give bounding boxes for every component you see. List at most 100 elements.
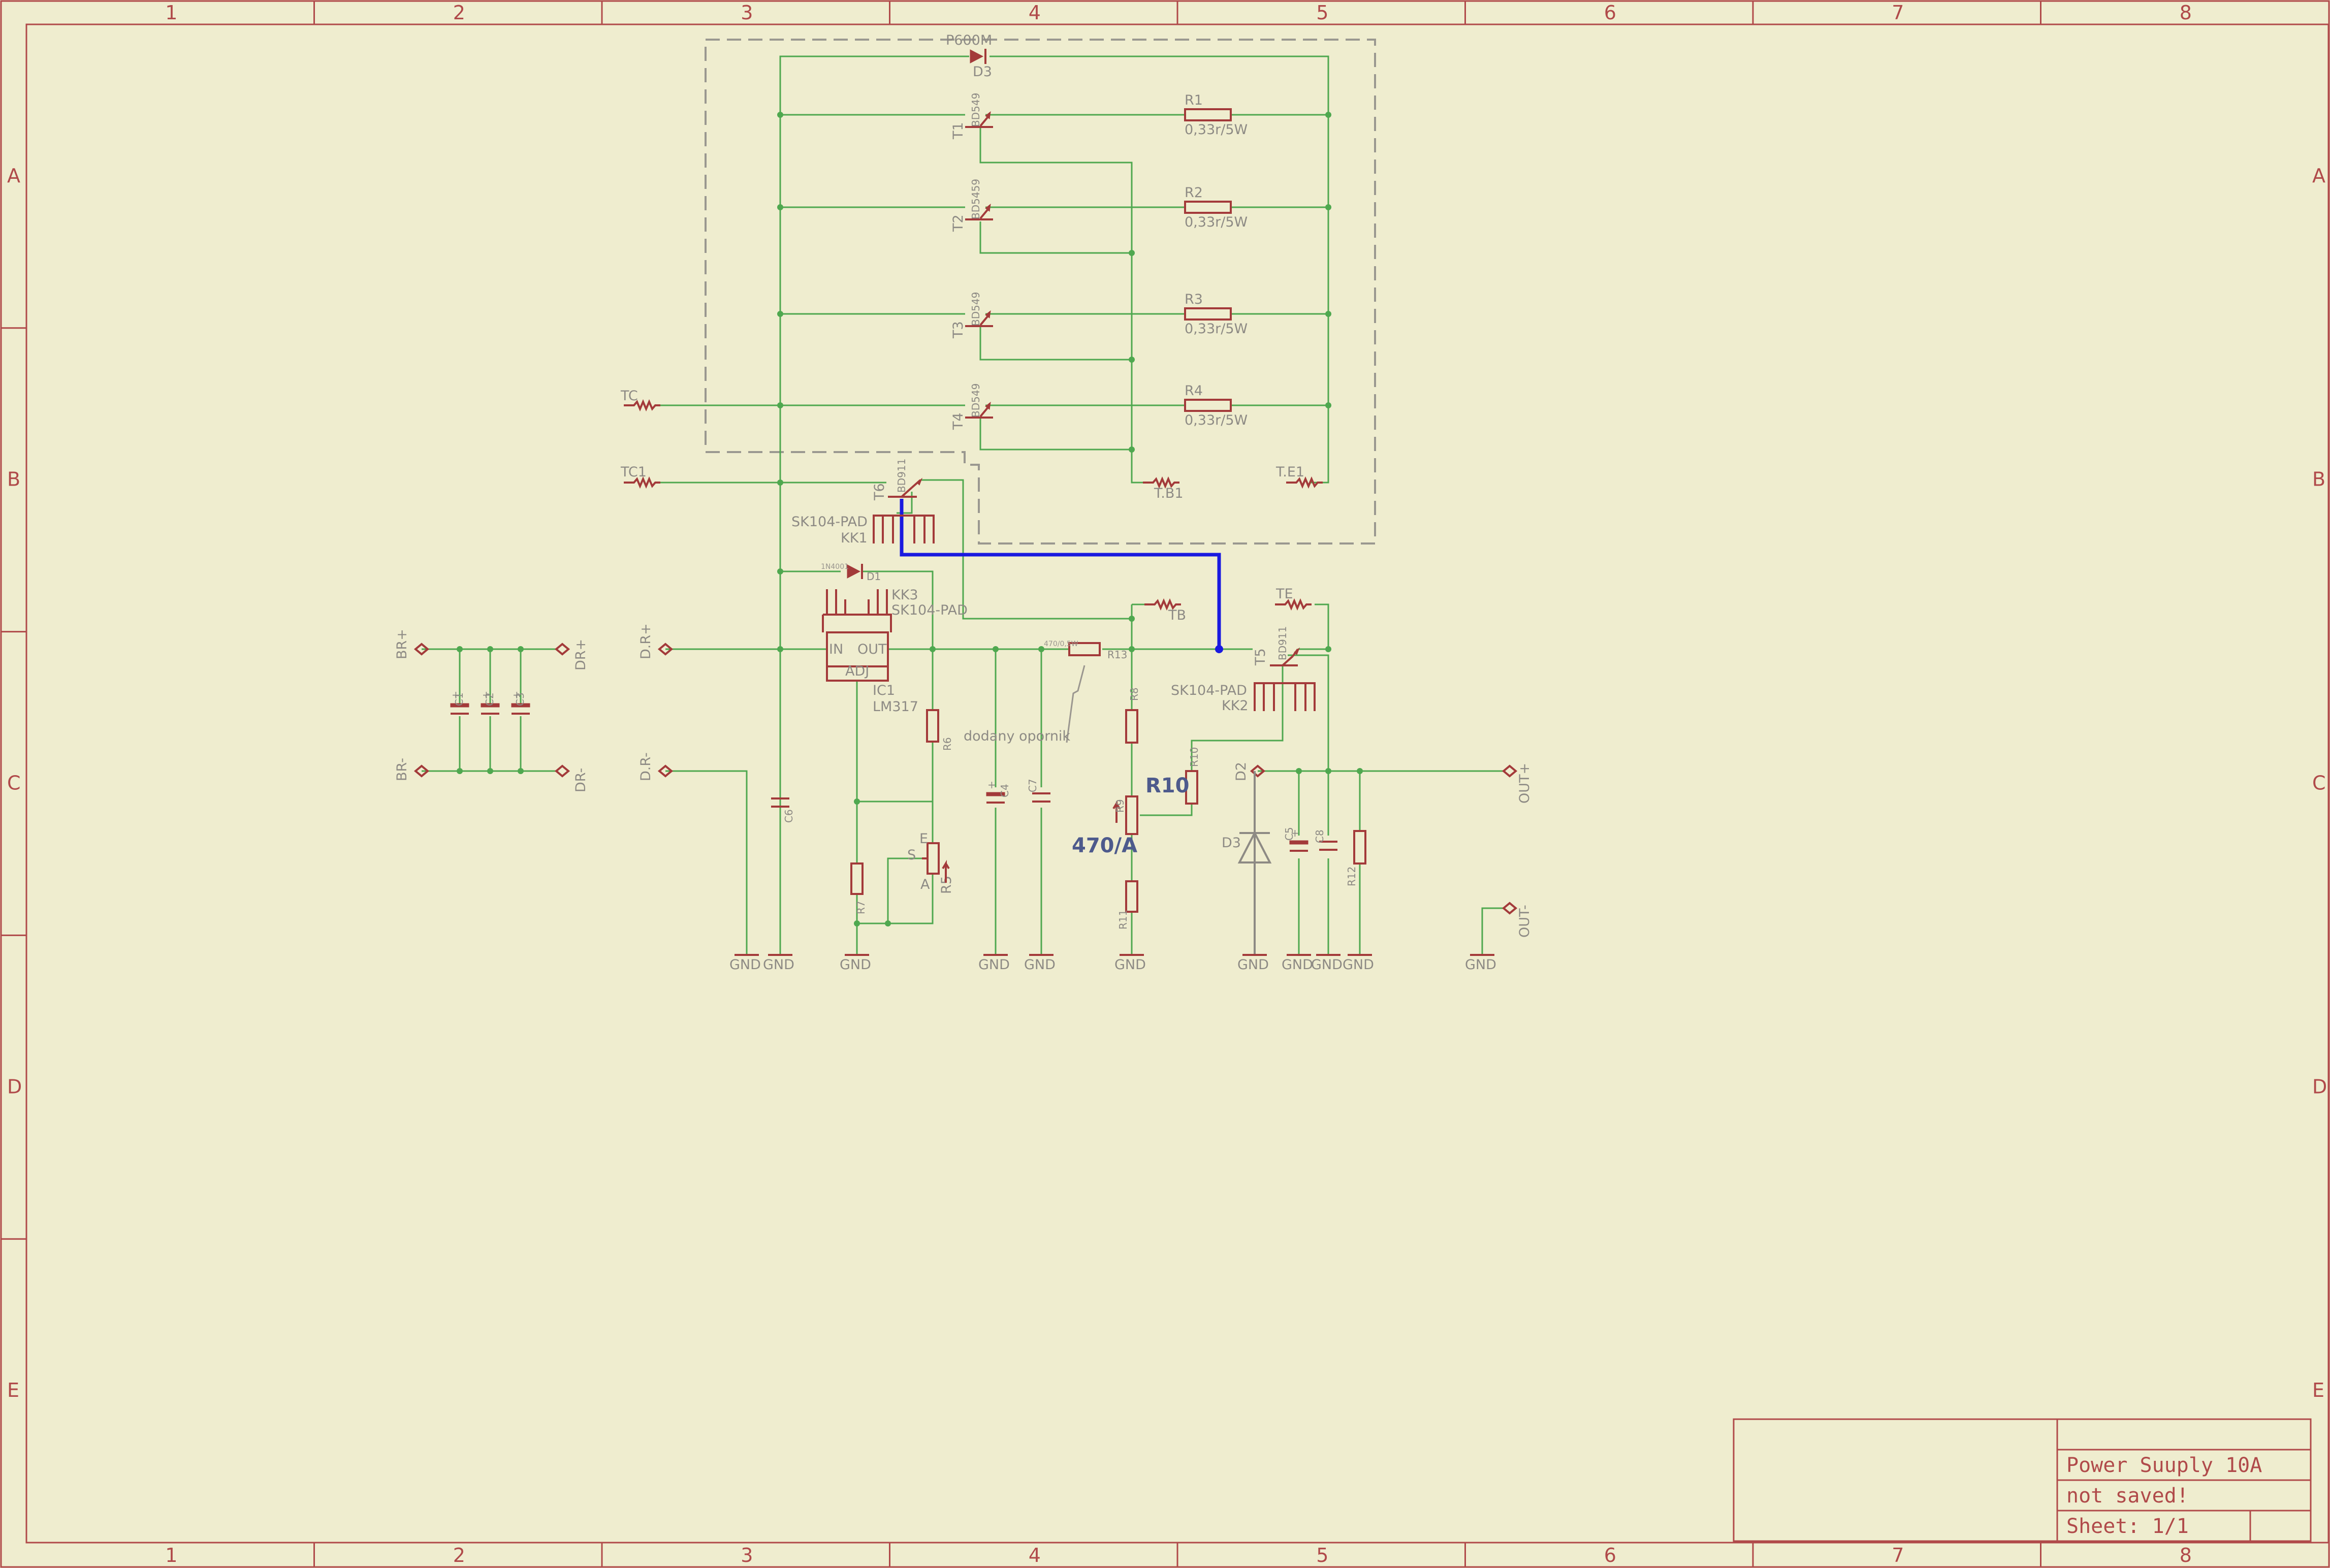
capacitor-c5[interactable]: +C5 (1283, 827, 1308, 852)
junctions (457, 112, 1363, 926)
gnd-label: GND (1114, 957, 1146, 973)
t6-name: T6 (872, 483, 887, 501)
transistor-t5[interactable]: T5 BD911 (1253, 626, 1300, 666)
capacitor-c8[interactable]: C8 (1314, 829, 1337, 851)
gnd-symbol: GND (763, 954, 794, 973)
pad-br-plus-label: BR+ (394, 629, 410, 659)
potentiometer-r9[interactable]: R9 (1112, 795, 1138, 835)
pad-dr-minus-left[interactable]: DR- (554, 764, 589, 792)
capacitor-c4[interactable]: +C4 (986, 779, 1011, 804)
frame-col-label: 5 (1316, 1544, 1328, 1566)
heatsink-kk1[interactable]: SK104-PAD KK1 (791, 514, 935, 546)
resistor-r7[interactable]: R7 (850, 862, 867, 914)
ic1-name: IC1 (873, 683, 895, 698)
connector-te1-label: T.E1 (1275, 464, 1304, 480)
r4-value: 0,33r/5W (1185, 412, 1248, 428)
wires (422, 55, 1504, 955)
gnd-symbol: GND (1024, 954, 1056, 973)
frame-col-label: 6 (1604, 1544, 1616, 1566)
frame-row-label: C (7, 772, 21, 794)
r11-name: R11 (1117, 910, 1129, 930)
capacitor-c1[interactable]: +C1 (450, 689, 469, 715)
resistor-r4[interactable]: R40,33r/5W (1184, 383, 1248, 428)
frame-col-label: 8 (2180, 1544, 2192, 1566)
connector-tc[interactable]: TC (620, 388, 660, 412)
transistor-t6[interactable]: T6 BD911 (872, 459, 923, 501)
resistor-r8[interactable]: R8 (1125, 687, 1140, 744)
pad-br-minus[interactable]: BR- (394, 758, 430, 781)
frame-row-label: A (7, 165, 20, 187)
diode-d3-top[interactable]: P600M D3 (946, 33, 992, 80)
frame-row-label: B (2312, 468, 2325, 491)
r7-name: R7 (855, 901, 867, 914)
t2-name: T2 (950, 214, 966, 232)
highlighted-net (900, 499, 1221, 649)
resistor-r12[interactable]: R12 (1346, 830, 1366, 886)
junction-dot (854, 920, 860, 926)
regulator-ic1[interactable]: IN OUT ADJ IC1 LM317 (826, 631, 918, 715)
potentiometer-r5[interactable]: E S A R5 (907, 831, 954, 894)
pad-dr-plus-left[interactable]: DR+ (554, 639, 589, 670)
junction-dot (1325, 204, 1331, 210)
junction-dot (1325, 311, 1331, 317)
diode-d3-output[interactable]: D3 (1222, 771, 1272, 955)
resistor-r11[interactable]: R11 (1117, 880, 1138, 930)
resistor-r3[interactable]: R30,33r/5W (1184, 292, 1248, 337)
frame-col-label: 1 (165, 1544, 177, 1566)
junction-dot (777, 646, 783, 652)
capacitor-c3[interactable]: +C3 (511, 689, 530, 715)
pad-br-plus[interactable]: BR+ (394, 629, 430, 659)
resistor-r6[interactable]: R6 (926, 709, 953, 751)
junction-dot (1129, 250, 1135, 256)
input-capacitors: +C1 +C2 +C3 (450, 689, 530, 715)
pad-out-minus[interactable]: OUT- (1502, 902, 1533, 938)
resistor-r10[interactable]: R10 (1185, 747, 1200, 805)
kk2-name: KK2 (1222, 698, 1249, 714)
t2-value: BD5459 (970, 179, 982, 219)
connector-te[interactable]: TE (1275, 586, 1312, 611)
heatsink-kk2[interactable]: SK104-PAD KK2 (1171, 682, 1316, 714)
gnd-label: GND (978, 957, 1010, 973)
resistor-r13[interactable]: 470/0,5W R13 (1044, 640, 1127, 661)
junction-dot (487, 768, 493, 774)
pad-dr-minus[interactable]: D.R- (638, 752, 674, 781)
d3-output-name: D3 (1222, 835, 1241, 851)
connector-tc1[interactable]: TC1 (620, 464, 660, 489)
connector-tb1[interactable]: T.B1 (1143, 476, 1184, 501)
connector-tb1-label: T.B1 (1154, 486, 1184, 501)
r1-name: R1 (1185, 92, 1203, 108)
connector-tc1-label: TC1 (620, 464, 647, 480)
pad-out-plus[interactable]: OUT+ (1502, 763, 1533, 804)
svg-text:1N4001: 1N4001 (821, 563, 849, 571)
connector-te1[interactable]: T.E1 (1275, 464, 1323, 489)
diode-d1[interactable]: 1N4001 D1 (821, 563, 881, 583)
junction-dot (1325, 646, 1331, 652)
title-block-status: not saved! (2066, 1484, 2189, 1508)
pad-dr-plus-label: D.R+ (638, 623, 654, 659)
frame-row-label: B (7, 468, 20, 491)
resistor-r1[interactable]: R10,33r/5W (1184, 92, 1248, 138)
junction-dot (777, 479, 783, 486)
ic1-pin-in: IN (829, 642, 843, 657)
capacitor-c6[interactable]: C6 (771, 797, 795, 823)
svg-text:+: + (452, 689, 460, 701)
pad-out-plus-label: OUT+ (1517, 763, 1533, 804)
r8-name: R8 (1128, 687, 1140, 701)
r9-name: R9 (1114, 799, 1126, 813)
gnd-label: GND (1024, 957, 1056, 973)
connector-tb[interactable]: TB (1144, 598, 1186, 623)
pad-dr-plus[interactable]: D.R+ (638, 623, 674, 659)
gnd-label: GND (729, 957, 761, 973)
capacitor-c2[interactable]: +C2 (481, 689, 500, 715)
gnd-symbol: GND (1311, 954, 1343, 973)
junction-dot (930, 646, 936, 652)
transistor-t2[interactable]: T2 BD5459 (950, 179, 993, 232)
resistor-r2[interactable]: R20,33r/5W (1184, 185, 1248, 230)
capacitor-c7[interactable]: C7 (1027, 779, 1050, 803)
heatsink-kk3[interactable]: KK3 SK104-PAD (822, 587, 968, 632)
